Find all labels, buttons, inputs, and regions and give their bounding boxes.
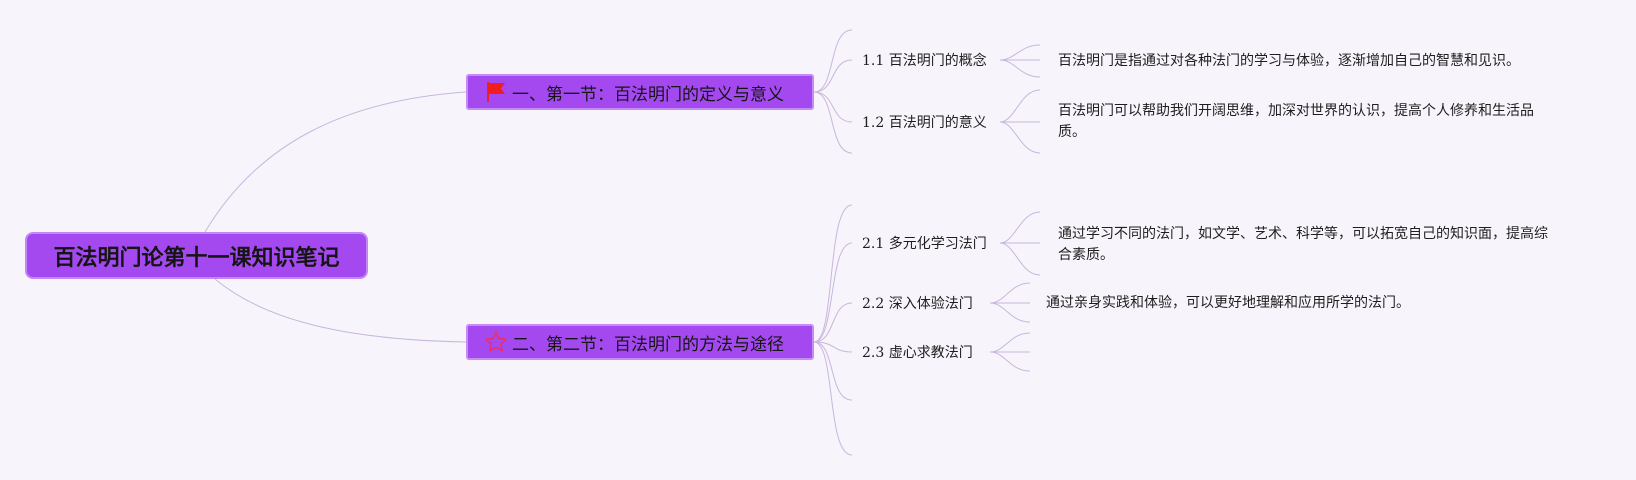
branch-2-title: 二、第二节：百法明门的方法与途径: [512, 334, 784, 355]
detail-1-1[interactable]: 百法明门是指通过对各种法门的学习与体验，逐渐增加自己的智慧和见识。: [1058, 53, 1520, 69]
subtopic-2-3[interactable]: 2.3 虚心求教法门: [862, 345, 973, 361]
branch-1-title: 一、第一节：百法明门的定义与意义: [512, 84, 784, 105]
branch-1-fan: [813, 29, 853, 154]
subtopic-1-2[interactable]: 1.2 百法明门的意义: [862, 115, 987, 131]
subtopic-1-1[interactable]: 1.1 百法明门的概念: [862, 53, 987, 69]
root-title: 百法明门论第十一课知识笔记: [53, 245, 340, 271]
detail-2-2[interactable]: 通过亲身实践和体验，可以更好地理解和应用所学的法门。: [1046, 295, 1410, 311]
red-flag-icon: [487, 82, 505, 102]
subtopic-2-1[interactable]: 2.1 多元化学习法门: [862, 236, 987, 252]
star-icon: [485, 331, 507, 352]
detail-1-2[interactable]: 百法明门可以帮助我们开阔思维，加深对世界的认识，提高个人修养和生活品质。: [1058, 103, 1534, 140]
root-node[interactable]: 百法明门论第十一课知识笔记: [25, 232, 368, 279]
link-root-branch-2: [214, 278, 467, 343]
branch-2-fan: [813, 204, 853, 456]
branch-node-1[interactable]: 一、第一节：百法明门的定义与意义: [466, 74, 814, 110]
link-root-branch-1: [204, 91, 467, 233]
branch-node-2[interactable]: 二、第二节：百法明门的方法与途径: [466, 324, 814, 360]
subtopic-2-2[interactable]: 2.2 深入体验法门: [862, 296, 973, 312]
detail-2-1[interactable]: 通过学习不同的法门，如文学、艺术、科学等，可以拓宽自己的知识面，提高综合素质。: [1058, 226, 1548, 263]
